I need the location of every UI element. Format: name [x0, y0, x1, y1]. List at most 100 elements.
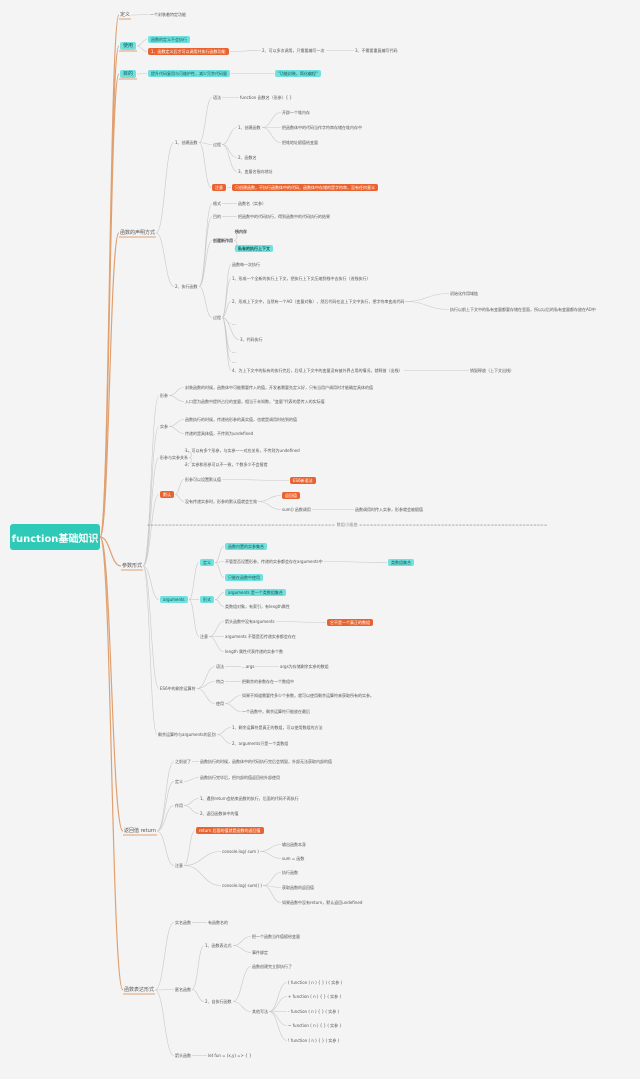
mindmap-node-pf3[interactable]: 形参与实参关系	[160, 455, 188, 460]
mindmap-node-dp-b4c1[interactable]: 初始化作用域链	[450, 291, 478, 296]
mindmap-node-dp-b3b[interactable]: 私有的执行上下文	[235, 245, 273, 252]
mindmap-node-dp-b1[interactable]: 格式	[213, 201, 221, 206]
mindmap-node-use[interactable]: 使用	[120, 42, 137, 50]
root-node[interactable]: function基础知识	[10, 524, 100, 550]
mindmap-node-rv4c2[interactable]: 获取函数的返回值	[282, 885, 314, 890]
mindmap-node-fe1a[interactable]: 有函数名的	[208, 920, 228, 925]
mindmap-node-fe2b2d[interactable]: ~ function ( n ) { } ( 实参 )	[288, 1023, 342, 1028]
mindmap-node-ar1b1[interactable]: 类数组集合	[388, 559, 414, 566]
mindmap-node-rv4c[interactable]: console.log( sum() )	[222, 883, 262, 888]
mindmap-node-fe2[interactable]: 匿名函数	[175, 987, 191, 992]
mindmap-node-dp-a3a[interactable]: 只创建函数，不执行函数体中的代码，函数体中存储的是字符串，没有任何意义	[232, 184, 378, 191]
mindmap-node-dp-b4a[interactable]: 函数每一次执行	[232, 262, 260, 267]
mindmap-node-ar4a[interactable]: 语法	[216, 664, 224, 669]
mindmap-node-ar3a1[interactable]: 它不是一个真正的数组	[327, 619, 373, 626]
mindmap-node-fe2b2a[interactable]: ( function ( n ) { } ) ( 实参 )	[288, 980, 343, 985]
mindmap-node-dp-b4h[interactable]: 4、为上下文中的私有的执行完后，后续上下文中的变量没有被外界占用的情况，就释放（…	[232, 368, 403, 373]
mindmap-node-dp-a1[interactable]: 语法	[213, 95, 221, 100]
mindmap-node-dp-a2a2[interactable]: 把函数体中的代码当作字符串存储在堆内存中	[282, 125, 362, 130]
mindmap-node-rv4b1[interactable]: 输出函数本身	[282, 842, 306, 847]
mindmap-node-ar[interactable]: arguments	[160, 596, 188, 603]
mindmap-node-ar4c[interactable]: 使用	[216, 701, 224, 706]
mindmap-node-pf4a1[interactable]: ES6新语法	[290, 477, 316, 484]
mindmap-node-rv3[interactable]: 作用	[175, 803, 183, 808]
mindmap-node-pf[interactable]: 参数形式	[122, 563, 143, 569]
mindmap-node-dp-b2a[interactable]: 把函数中的代码执行，得到函数中的代码执行的结果	[238, 214, 330, 219]
mindmap-node-pf3b[interactable]: 2、实参和形参可以不一致，个数多少不会报错	[185, 462, 268, 467]
mindmap-node-ar2a[interactable]: arguments 是一个类数组集合	[225, 589, 286, 596]
mindmap-node-ar4a1[interactable]: ...args	[242, 664, 255, 669]
mindmap-node-fe2b2[interactable]: 其他写法	[252, 1009, 268, 1014]
mindmap-node-ar5[interactable]: 剩余运算符与arguments的区别	[158, 732, 216, 737]
mindmap-node-rv1[interactable]: 之前说了	[175, 759, 191, 764]
mindmap-node-ar4b[interactable]: 特点	[216, 679, 224, 684]
mindmap-node-rv4c3[interactable]: 如果函数中没有return，默认返回undefined	[282, 900, 363, 905]
mindmap-node-ar3b[interactable]: arguments 不管是否传递实参都会存在	[225, 634, 296, 639]
mindmap-node-rv4c1[interactable]: 执行函数	[282, 870, 298, 875]
mindmap-node-fe2b2e[interactable]: ! function ( n ) { } ( 实参 )	[288, 1038, 340, 1043]
mindmap-node-rv2[interactable]: 定义	[175, 779, 183, 784]
mindmap-node-ar4c2[interactable]: 一个函数中，剩余运算符只能放在最后	[242, 709, 310, 714]
mindmap-node-use2[interactable]: 1、函数定义后才可以调用并执行函数功能	[148, 48, 229, 55]
mindmap-node-fe2a2[interactable]: 事件绑定	[252, 950, 268, 955]
mindmap-node-ar1a[interactable]: 函数内置的实参集合	[225, 543, 267, 550]
mindmap-node-dp-b4h1[interactable]: 销毁释放（上下文出栈）	[470, 368, 514, 373]
mindmap-node-ar4a2[interactable]: args为存储剩余实参的数组	[280, 664, 329, 669]
mindmap-node-fe2a[interactable]: 1、函数表达式	[205, 943, 232, 948]
mindmap-node-dp-b4b[interactable]: 1、形成一个全新的执行上下文，把执行上下文压缩到栈中去执行（进栈执行）	[232, 276, 371, 281]
mindmap-node-rv4a[interactable]: return 后面的值就是函数的返回值	[196, 827, 264, 834]
mindmap-node-rv[interactable]: 返回值 return	[124, 828, 156, 834]
mindmap-node-pf1b[interactable]: 入口是为函数中提供占位的变量，相当于未知数，"变量"代表的是传入的实际值	[185, 399, 325, 404]
mindmap-node-dp-a2a[interactable]: 1、创建函数	[238, 125, 261, 130]
mindmap-node-ar1b[interactable]: 不管是否设置形参，传递的实参都会存在arguments中	[225, 559, 323, 564]
mindmap-node-rv4b2[interactable]: sum = 函数	[282, 856, 305, 861]
mindmap-node-dp-a3[interactable]: 注意	[212, 184, 226, 191]
mindmap-node-def[interactable]: 定义	[120, 12, 131, 18]
mindmap-node-dp-b3[interactable]: 创建新作用	[213, 238, 233, 243]
mindmap-node-use3[interactable]: 2、可以多次调用，只需要编写一次	[262, 48, 325, 53]
mindmap-node-ar3[interactable]: 注意	[200, 634, 208, 639]
mindmap-node-purp[interactable]: 目的	[120, 70, 137, 78]
mindmap-node-fe2b[interactable]: 2、自执行函数	[205, 999, 232, 1004]
mindmap-node-pf1[interactable]: 形参	[160, 393, 168, 398]
mindmap-node-fe2a1[interactable]: 把一个函数当作值赋给变量	[252, 934, 300, 939]
mindmap-node-pf4b1[interactable]: 返回值	[282, 492, 300, 499]
mindmap-node-pf4a[interactable]: 形参可以设置默认值	[185, 477, 221, 482]
mindmap-node-dp-a1a[interactable]: function 函数名（形参）{ }	[240, 95, 292, 100]
mindmap-node-dp-a2[interactable]: 过程	[213, 142, 221, 147]
mindmap-node-ar5a[interactable]: 1、剩余运算符是真正的数组，可以使用数组的方法	[232, 725, 323, 730]
mindmap-node-pf2[interactable]: 实参	[160, 424, 168, 429]
mindmap-node-pf4b[interactable]: 没有传递实参时，形参的默认值就会生效	[185, 499, 257, 504]
mindmap-node-ar1[interactable]: 定义	[200, 559, 214, 566]
mindmap-node-fe3a[interactable]: let fun = (x,y) => { }	[208, 1053, 252, 1058]
mindmap-node-rv2a[interactable]: 函数执行完毕后，把内部的值返回给外部使用	[200, 775, 280, 780]
mindmap-node-dp-b4c2[interactable]: 执行以前上下文中的私有变量都要存储在里面，所以以后的私有变量都存放在AO中	[450, 307, 596, 312]
mindmap-node-dp-b2[interactable]: 目的	[213, 214, 221, 219]
mindmap-node-pf2a[interactable]: 函数执行的时候，传递给形参的真实值，也就是调用时给到的值	[185, 417, 297, 422]
mindmap-node-pf2b[interactable]: 传递的是具体值，不传则为undefined	[185, 431, 254, 436]
mindmap-node-pf1a[interactable]: 封装函数的时候，函数体中可能需要传入的值，开发者需要先定义好，只有当用户调用时才…	[185, 385, 373, 390]
mindmap-node-rv3b[interactable]: 2、返回函数体中的值	[200, 811, 239, 816]
mindmap-node-dp-a2a3[interactable]: 把堆地址赋值给变量	[282, 140, 318, 145]
mindmap-node-dp-a2b[interactable]: 2、函数名	[238, 155, 257, 160]
mindmap-node-ar1c[interactable]: 只能在函数中使用	[225, 574, 263, 581]
mindmap-node-ar5b[interactable]: 2、arguments只是一个类数组	[232, 741, 289, 746]
mindmap-node-dp-b3a[interactable]: 栈内存	[235, 229, 247, 234]
mindmap-node-dp-b4f[interactable]: ...	[232, 349, 236, 354]
mindmap-node-pf4[interactable]: 默认	[160, 491, 174, 498]
mindmap-node-dp-a[interactable]: 1、创建函数	[175, 140, 198, 145]
mindmap-node-ar2[interactable]: 形式	[200, 596, 214, 603]
mindmap-node-dp-a2a1[interactable]: 开辟一个堆内存	[282, 110, 310, 115]
mindmap-node-purp2[interactable]: "功能封装，简化编程"	[275, 70, 321, 77]
mindmap-node-rv4b[interactable]: console.log( sum )	[222, 849, 259, 854]
mindmap-node-fe2b2b[interactable]: + function ( n ) { } ( 实参 )	[288, 994, 342, 999]
mindmap-node-fe[interactable]: 函数表达形式	[124, 987, 155, 993]
mindmap-node-fe2b1[interactable]: 函数创建完立即执行了	[252, 964, 292, 969]
mindmap-node-dp-b4[interactable]: 过程	[213, 315, 221, 320]
mindmap-node-pf4c[interactable]: sum() 函数调用	[282, 507, 311, 512]
mindmap-node-def1[interactable]: 一个封装着特定功能	[150, 12, 186, 17]
mindmap-node-fe1[interactable]: 实名函数	[175, 920, 191, 925]
mindmap-node-dp-a2c[interactable]: 3、变量名指向地址	[238, 169, 273, 174]
mindmap-node-dp-b4c[interactable]: 2、形成上下文中，当然有一个AO（变量对象），然后代码在这上下文中执行，把字符串…	[232, 299, 405, 304]
mindmap-node-pf4c1[interactable]: 函数调用时传入实参，形参就会被赋值	[355, 507, 423, 512]
